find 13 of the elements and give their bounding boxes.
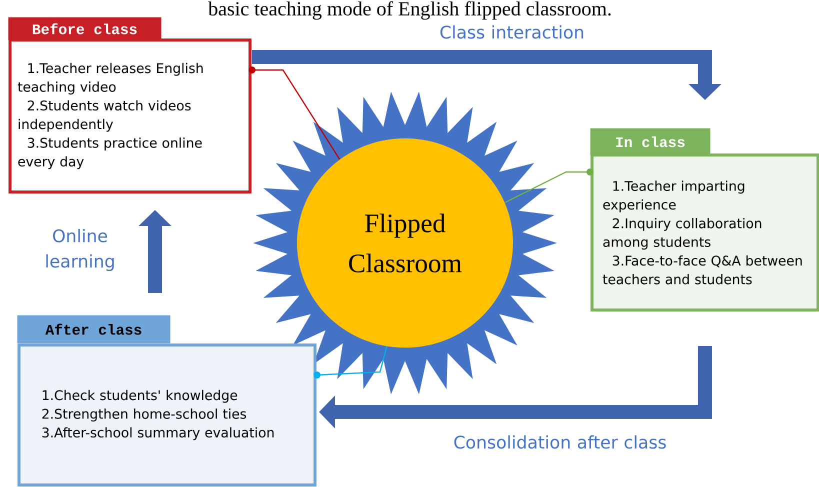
title: basic teaching mode of English flipped classroom. [208, 1, 611, 20]
leader-line [504, 168, 594, 204]
node-label: Before class [32, 23, 137, 34]
text-box: In class 1.Teacher imparting experience 2.Inquiry collaboration among students 3.Face-to-face Q&A between teachers and students [590, 128, 819, 312]
edge-label: Class interaction [440, 25, 584, 39]
text-box: After class 1.Check students' knowledge 2.Strengthen home-school ties 3.After-school summary evaluation [17, 315, 316, 486]
text-box: Before class 1.Teacher releases English teaching video 2.Students watch videos independently 3.Students practice online every day [8, 17, 252, 194]
node-label: After class [45, 324, 142, 335]
edge-label: Online learning [46, 228, 114, 272]
node-label: In class [616, 136, 685, 148]
edge-label: Consolidation after class [454, 435, 666, 449]
leader-line [314, 346, 388, 378]
leader-line [248, 66, 340, 160]
